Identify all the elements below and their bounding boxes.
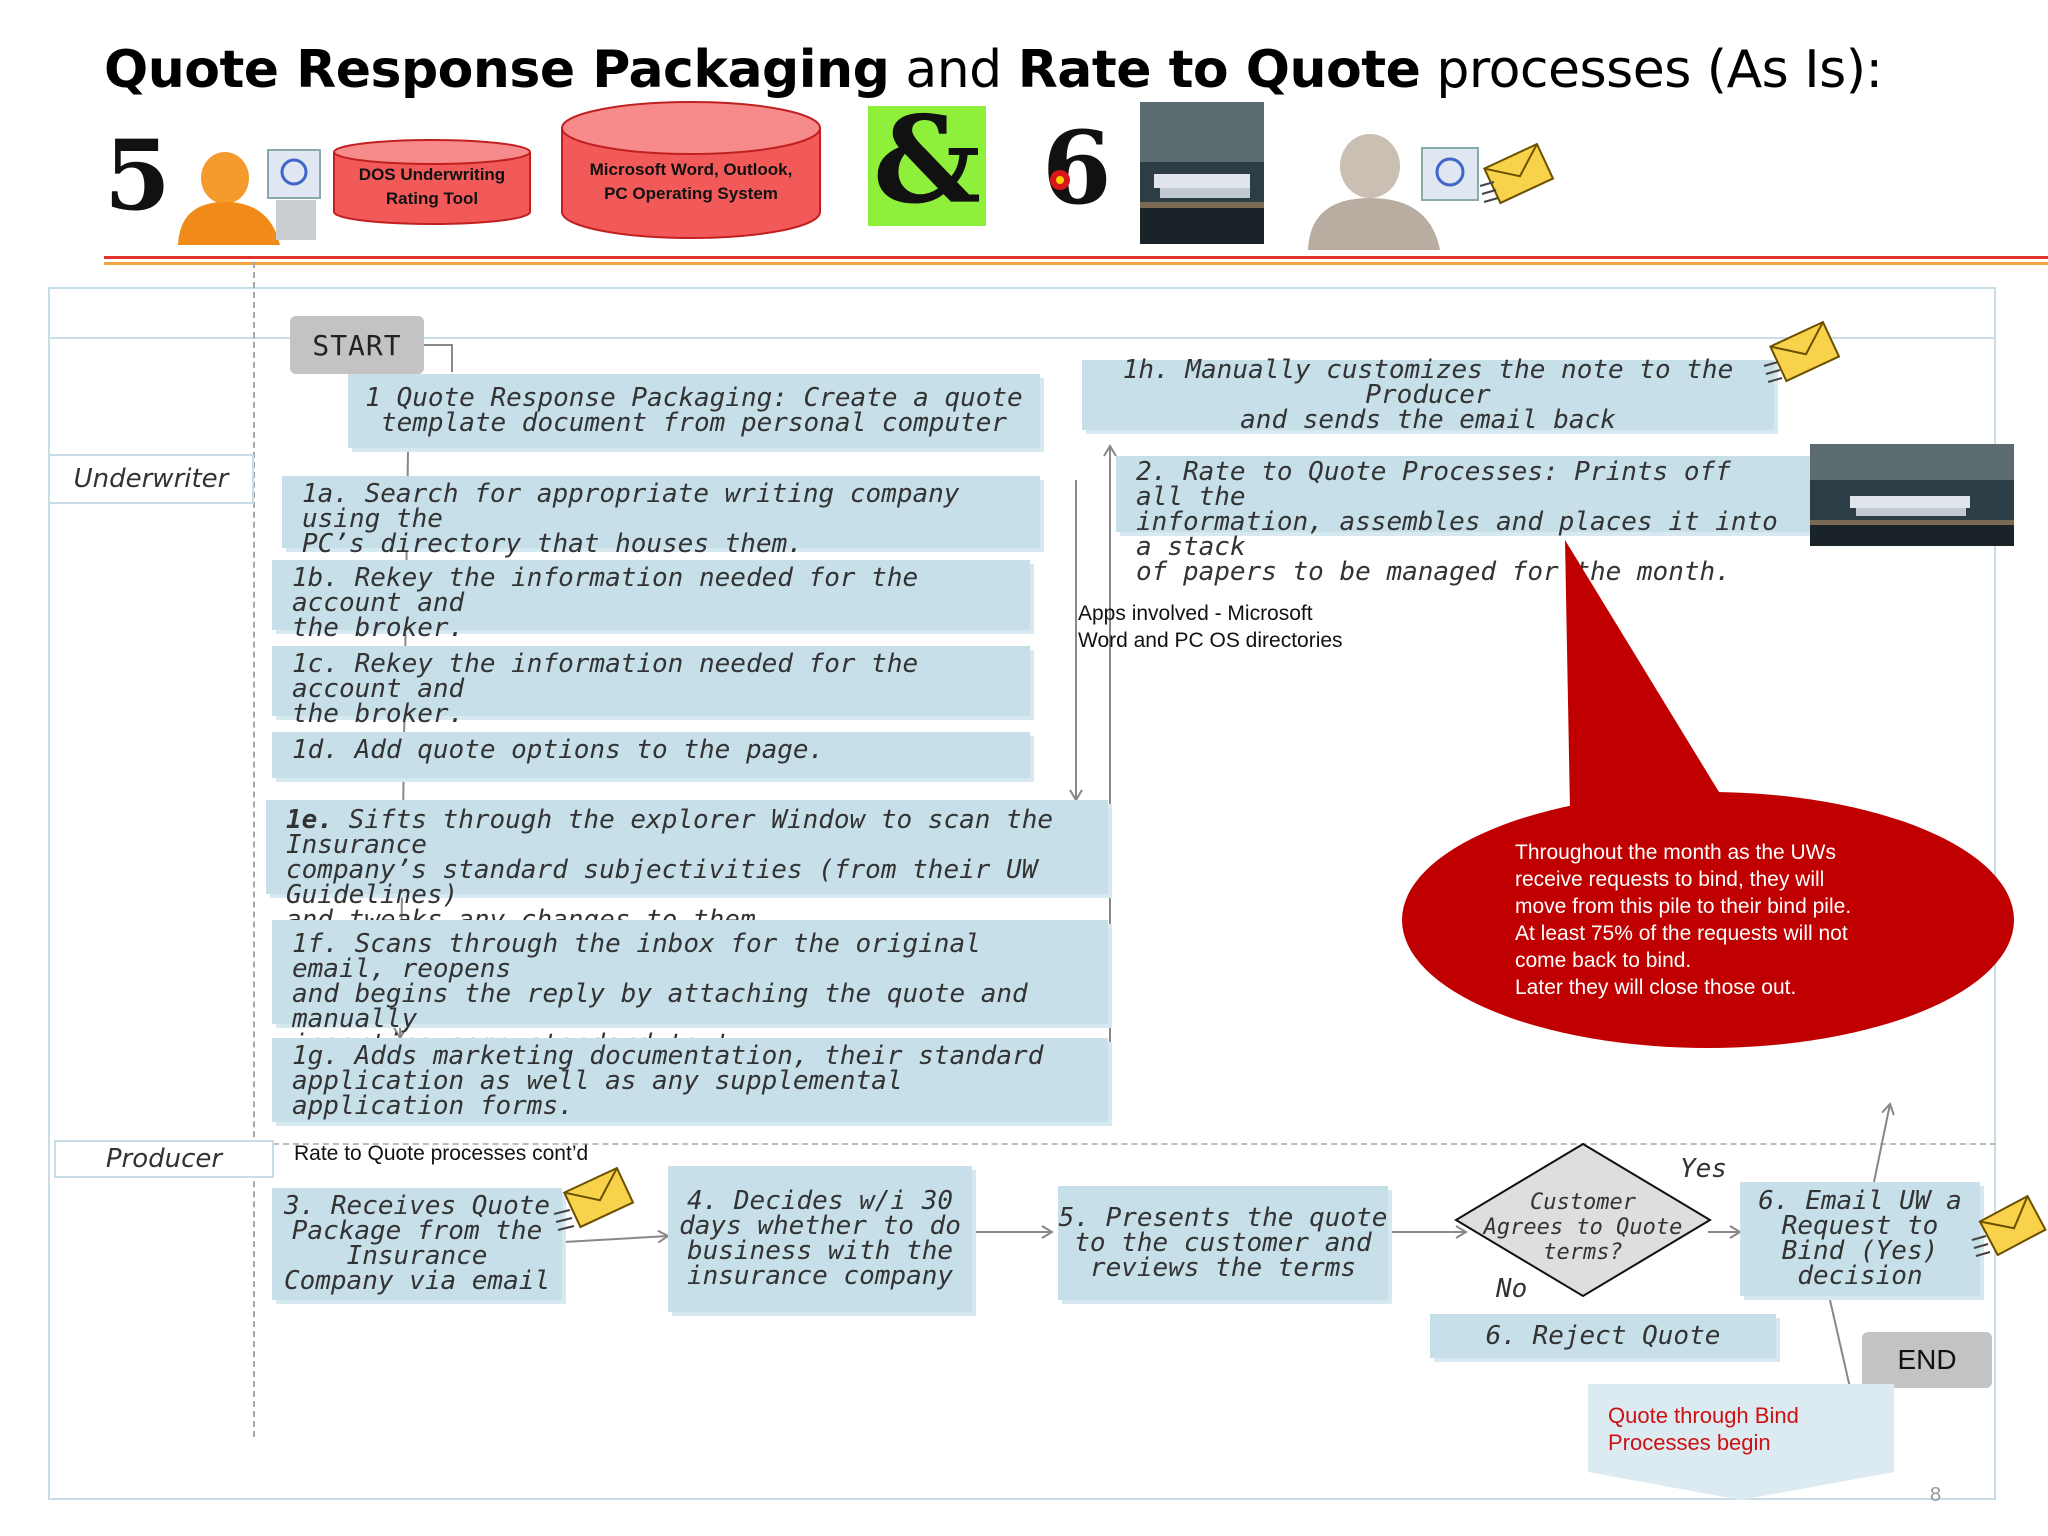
decision-diamond: [1454, 1142, 1712, 1298]
swimlane-header-band: [48, 287, 1996, 339]
email-envelope-icon: [1971, 1194, 2047, 1257]
title-part-1: Quote Response Packaging: [104, 40, 890, 100]
apps-involved-note: Apps involved - Microsoft Word and PC OS…: [1078, 602, 1343, 652]
header-rule-red: [104, 256, 2048, 259]
title-part-3: Rate to Quote: [1017, 40, 1421, 100]
user-computer-grey-icon: [1308, 134, 1479, 250]
paper-stack-photo-icon: [1810, 444, 2014, 546]
dos-rating-tool-label: DOS Underwriting Rating Tool: [358, 165, 506, 208]
step-1h-box: 1h. Manually customizes the note to the …: [1082, 357, 1774, 433]
start-terminal: START: [290, 316, 424, 374]
decision-yes-label: Yes: [1680, 1154, 1727, 1184]
lane-label-underwriter: Underwriter: [48, 454, 254, 504]
flower-icon: [1050, 170, 1070, 190]
lane-divider-vertical: [253, 262, 255, 1437]
step-2-box: 2. Rate to Quote Processes: Prints off a…: [1116, 456, 1812, 585]
rate-to-quote-contd-note: Rate to Quote processes cont’d: [294, 1142, 589, 1165]
header-rule-orange: [104, 262, 2048, 265]
decorative-letter-6: 6: [1042, 109, 1112, 227]
end-terminal: END: [1862, 1332, 1992, 1388]
callout-text: Throughout the month as the UWs receive …: [1515, 841, 1852, 999]
step-1g-box: 1g. Adds marketing documentation, their …: [272, 1038, 1108, 1122]
decision-no-label: No: [1496, 1274, 1528, 1304]
step-4-box: 4. Decides w/i 30 days whether to do bus…: [668, 1166, 972, 1312]
email-envelope-icon: [1479, 142, 1555, 205]
title-part-4: processes (As Is):: [1420, 40, 1883, 100]
ms-office-label: Microsoft Word, Outlook, PC Operating Sy…: [589, 160, 793, 203]
step-1b-box: 1b. Rekey the information needed for the…: [272, 560, 1030, 641]
step-3-box: 3. Receives Quote Package from the Insur…: [272, 1188, 562, 1300]
step-1c-box: 1c. Rekey the information needed for the…: [272, 646, 1030, 727]
bind-process-note: Quote through Bind Processes begin: [1608, 1403, 1799, 1455]
decorative-letter-5: 5: [104, 119, 171, 232]
step-1e-number: 1e.: [286, 805, 333, 835]
step-1-box: 1 Quote Response Packaging: Create a quo…: [348, 374, 1040, 448]
step-5-box: 5. Presents the quote to the customer an…: [1058, 1186, 1388, 1300]
step-1f-box: 1f. Scans through the inbox for the orig…: [272, 920, 1108, 1057]
page-title: Quote Response Packaging and Rate to Quo…: [104, 40, 1883, 100]
paper-stack-photo-icon: [1140, 102, 1264, 244]
lane-divider-horizontal: [253, 1143, 1996, 1145]
ms-office-cylinder: [561, 101, 821, 239]
arrow-3-to-4: [563, 1229, 670, 1244]
lane-label-producer: Producer: [54, 1140, 274, 1178]
decorative-ampersand: &: [872, 90, 982, 231]
step-1e-box: 1e. Sifts through the explorer Window to…: [266, 800, 1108, 933]
step-1d-box: 1d. Add quote options to the page.: [272, 732, 1030, 778]
arrow-6-to-uw: [1873, 1102, 1895, 1183]
email-envelope-icon: [1763, 320, 1841, 383]
step-6-email-box: 6. Email UW a Request to Bind (Yes) deci…: [1740, 1182, 1980, 1296]
start-connector: [424, 344, 453, 372]
dos-rating-tool-cylinder: [333, 139, 531, 225]
email-envelope-icon: [553, 1166, 635, 1231]
page-number: 8: [1930, 1484, 1942, 1506]
step-1a-box: 1a. Search for appropriate writing compa…: [282, 476, 1040, 557]
bind-process-shape: [1588, 1384, 1894, 1500]
ampersand-badge: [868, 106, 986, 226]
user-computer-icon: [178, 149, 321, 245]
title-part-2: and: [889, 40, 1018, 100]
decision-text: Customer Agrees to Quote terms?: [1483, 1190, 1683, 1265]
step-6-reject-box: 6. Reject Quote: [1430, 1314, 1776, 1358]
callout-bubble: [1402, 540, 2014, 1048]
